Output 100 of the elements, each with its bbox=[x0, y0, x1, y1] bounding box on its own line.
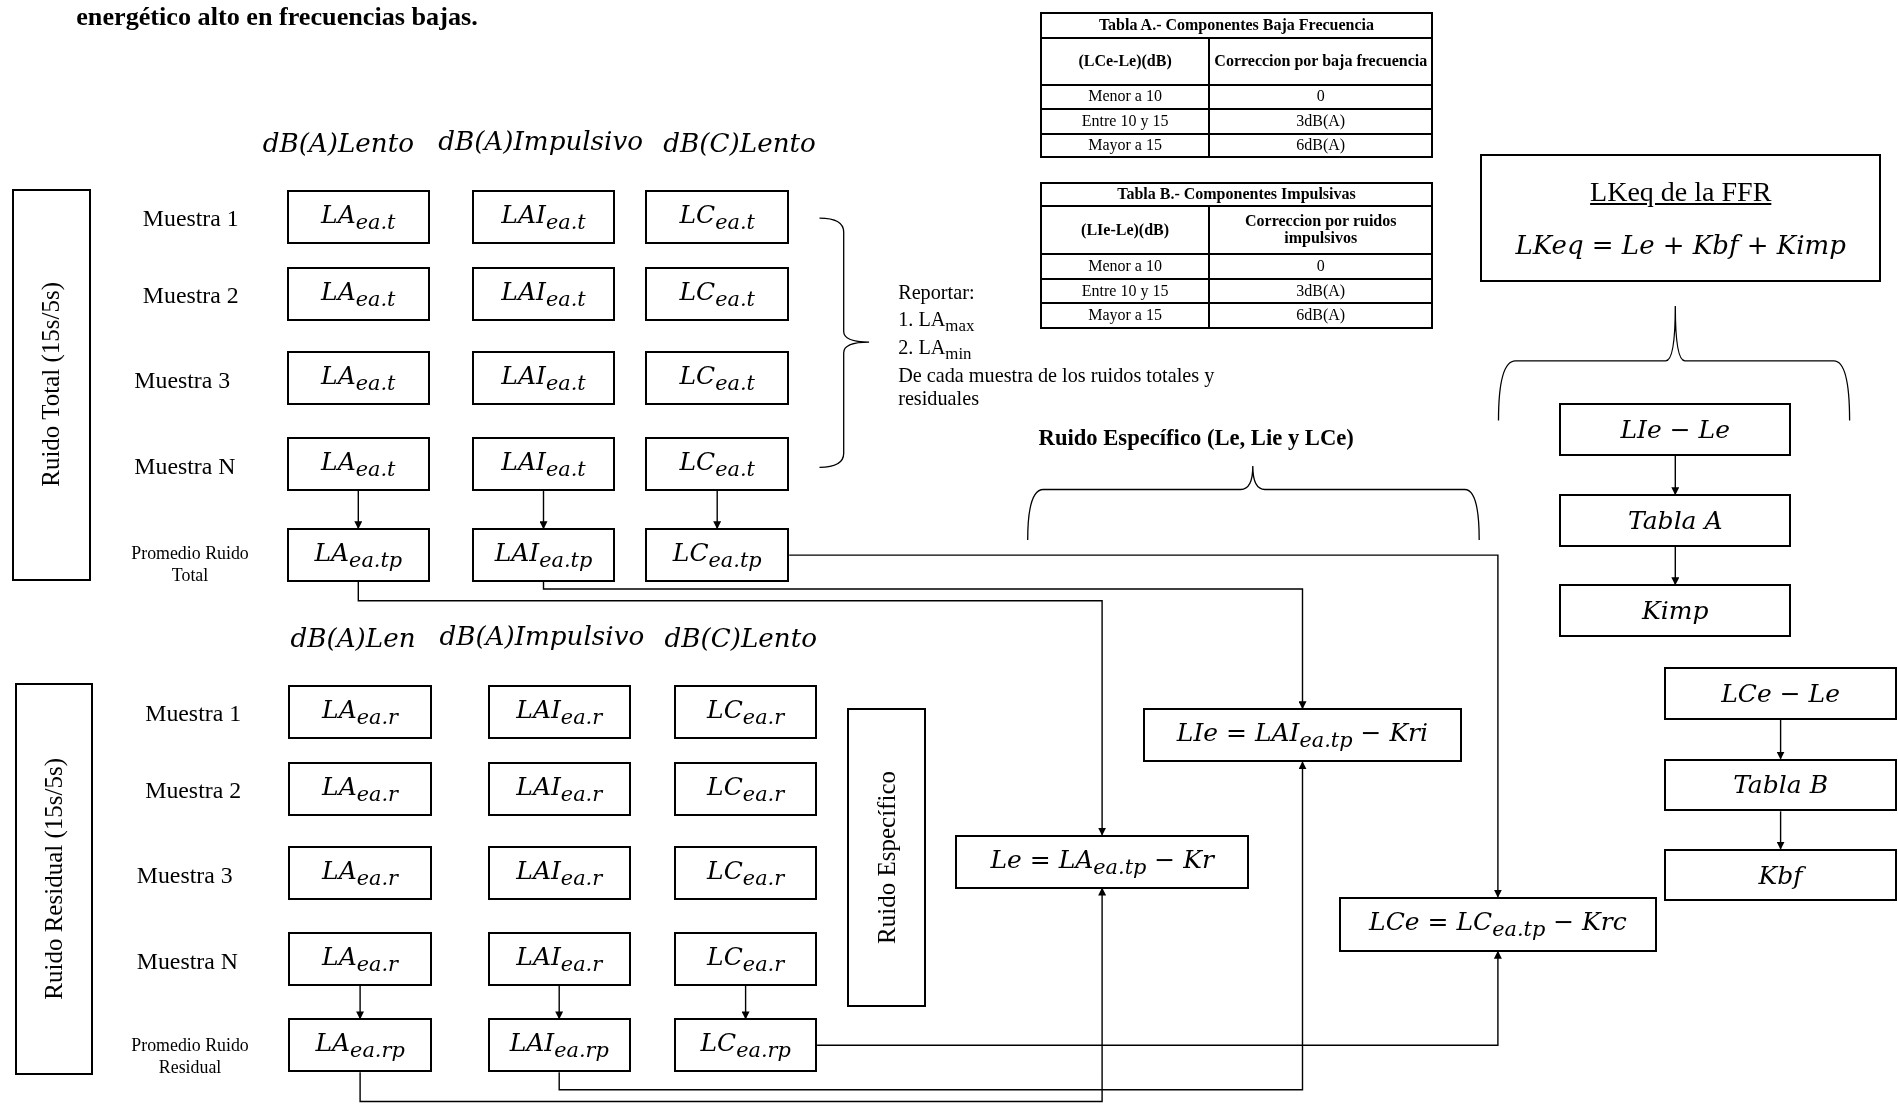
formula-box bbox=[955, 834, 1250, 889]
formula-text: LC$_{ea.t}$ bbox=[679, 277, 755, 312]
formula-text: LC$_{ea.t}$ bbox=[679, 199, 755, 234]
table-title: Tabla A.- Componentes Baja Frecuencia bbox=[1040, 13, 1433, 38]
table-cell: Menor a 10 bbox=[1040, 84, 1210, 110]
arrow bbox=[788, 554, 1502, 898]
note-text: energético alto en frecuencias bajas. bbox=[76, 1, 478, 32]
table-cell: Menor a 10 bbox=[1040, 254, 1210, 279]
formula-box bbox=[286, 528, 430, 582]
formula-box bbox=[645, 436, 790, 491]
label-box bbox=[847, 708, 926, 1007]
formula-text: LC$_{ea.t}$ bbox=[679, 446, 755, 481]
table-cell: Entre 10 y 15 bbox=[1040, 109, 1210, 134]
formula-box bbox=[472, 528, 615, 582]
formula-box bbox=[286, 190, 430, 244]
column-header: dB(C)Lento bbox=[664, 622, 817, 653]
formula-text: LC$_{ea.tp}$ bbox=[672, 538, 762, 573]
formula-box bbox=[487, 931, 631, 986]
arrow bbox=[357, 581, 1107, 836]
table-cell: Mayor a 15 bbox=[1040, 133, 1210, 158]
arrow bbox=[713, 490, 722, 530]
formula-box bbox=[286, 351, 430, 406]
arrow bbox=[558, 761, 1307, 1091]
formula-box bbox=[487, 846, 631, 901]
table-header: Correccion por ruidos impulsivos bbox=[1209, 206, 1433, 255]
row-label: Muestra 2 bbox=[142, 282, 239, 310]
formula-text: LKeq = Le + Kbf + Kimp bbox=[1515, 230, 1846, 261]
arrow bbox=[1671, 454, 1680, 496]
formula-box bbox=[1664, 667, 1897, 720]
formula-box bbox=[1338, 896, 1658, 952]
formula-text: Kimp bbox=[1642, 596, 1709, 626]
formula-text: LAI$_{ea.t}$ bbox=[501, 199, 586, 234]
formula-box bbox=[288, 1018, 433, 1073]
formula-text: LC$_{ea.rp}$ bbox=[700, 1028, 791, 1063]
table-cell: Entre 10 y 15 bbox=[1040, 278, 1210, 304]
formula-box bbox=[645, 528, 790, 582]
heading-text: LKeq de la FFR bbox=[1590, 176, 1772, 209]
formula-box bbox=[1559, 584, 1792, 637]
formula-text: LCe = LC$_{ea.tp}$ − Krc bbox=[1369, 907, 1627, 942]
formula-text: LA$_{ea.r}$ bbox=[322, 694, 399, 729]
arrow bbox=[1776, 719, 1785, 760]
column-header: dB(C)Lento bbox=[663, 128, 816, 158]
formula-text: Tabla B bbox=[1733, 770, 1828, 800]
row-label: Muestra N bbox=[134, 453, 236, 481]
formula-text: LAI$_{ea.r}$ bbox=[516, 856, 603, 891]
formula-text: LC$_{ea.t}$ bbox=[679, 361, 755, 396]
formula-box bbox=[674, 684, 818, 739]
formula-box bbox=[674, 1018, 818, 1073]
label-box bbox=[14, 682, 94, 1075]
formula-box bbox=[1559, 494, 1792, 547]
arrow bbox=[542, 581, 1307, 710]
table-cell: 3dB(A) bbox=[1209, 109, 1433, 134]
row-label: Muestra 1 bbox=[145, 700, 242, 728]
formula-text: LA$_{ea.t}$ bbox=[321, 361, 396, 396]
column-header: dB(A)Impulsivo bbox=[439, 620, 645, 651]
row-label: Promedio Ruido Total bbox=[130, 542, 250, 587]
column-header: dB(A)Impulsivo bbox=[438, 125, 643, 156]
formula-text: LA$_{ea.r}$ bbox=[322, 941, 399, 976]
formula-text: LA$_{ea.r}$ bbox=[322, 856, 399, 891]
formula-box bbox=[645, 190, 790, 244]
formula-box bbox=[674, 762, 818, 816]
arrow bbox=[354, 490, 363, 530]
formula-text: LAI$_{ea.tp}$ bbox=[494, 538, 593, 573]
formula-box bbox=[1480, 153, 1882, 283]
formula-box bbox=[288, 846, 433, 901]
formula-text: LC$_{ea.r}$ bbox=[707, 856, 785, 891]
row-label: Promedio Ruido Residual bbox=[130, 1033, 250, 1079]
formula-box bbox=[472, 267, 615, 322]
formula-text: LA$_{ea.t}$ bbox=[321, 277, 396, 312]
arrow bbox=[1671, 546, 1680, 586]
arrow bbox=[356, 984, 365, 1020]
vertical-label: Ruido Total (15s/5s) bbox=[37, 282, 66, 488]
formula-text: LAI$_{ea.r}$ bbox=[516, 941, 603, 976]
formula-text: LC$_{ea.r}$ bbox=[707, 941, 785, 976]
table-cell: 3dB(A) bbox=[1209, 278, 1433, 304]
formula-box bbox=[487, 684, 631, 739]
arrow bbox=[359, 887, 1107, 1103]
formula-box bbox=[288, 762, 433, 816]
formula-text: LA$_{ea.t}$ bbox=[321, 446, 396, 481]
table-header: Correccion por baja frecuencia bbox=[1209, 37, 1433, 85]
table-title: Tabla B.- Componentes Impulsivas bbox=[1040, 182, 1433, 207]
arrow bbox=[741, 984, 750, 1020]
formula-box bbox=[645, 351, 790, 406]
formula-text: LA$_{ea.rp}$ bbox=[315, 1028, 405, 1063]
formula-text: LA$_{ea.r}$ bbox=[322, 772, 399, 807]
formula-text: LCe − Le bbox=[1721, 679, 1840, 709]
row-label: Muestra 3 bbox=[134, 366, 231, 394]
formula-box bbox=[1559, 402, 1792, 456]
formula-text: LAI$_{ea.r}$ bbox=[516, 694, 603, 729]
formula-box bbox=[472, 351, 615, 406]
formula-box bbox=[1664, 758, 1897, 812]
formula-box bbox=[1664, 848, 1897, 902]
section-heading: Ruido Específico (Le, Lie y LCe) bbox=[1038, 425, 1354, 452]
formula-text: LIe − Le bbox=[1620, 414, 1730, 444]
formula-box bbox=[472, 436, 615, 491]
note-text: Reportar: bbox=[898, 281, 975, 305]
table-cell: 6dB(A) bbox=[1209, 303, 1433, 328]
formula-box bbox=[674, 846, 818, 901]
formula-text: LC$_{ea.r}$ bbox=[707, 772, 785, 807]
formula-box bbox=[286, 267, 430, 322]
